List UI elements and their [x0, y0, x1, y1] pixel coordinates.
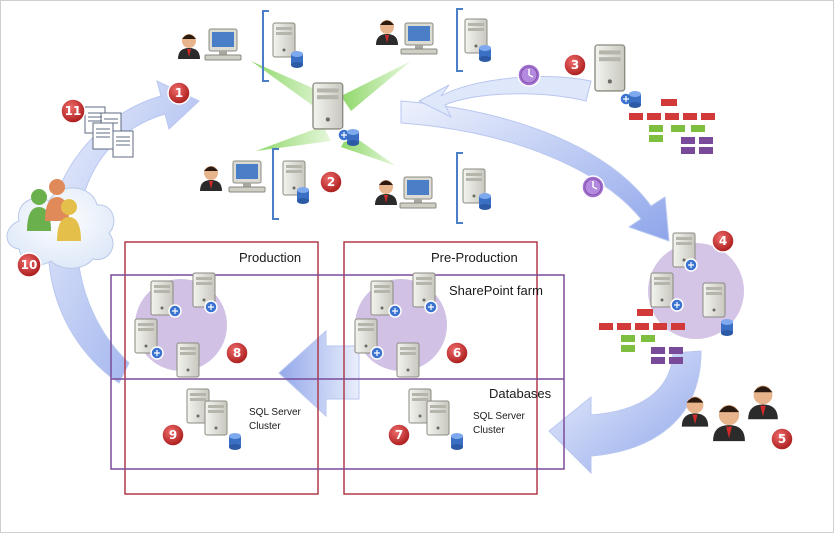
- client-top-right: [376, 8, 491, 72]
- step-badge-3: 3: [563, 53, 587, 77]
- client-bottom-right: [375, 152, 491, 224]
- pre-production-sql-label-line2: Cluster: [473, 425, 505, 436]
- databases-label: Databases: [489, 386, 552, 401]
- step-badge-4: 4: [711, 229, 735, 253]
- production-farm-servers: [134, 272, 227, 378]
- svg-text:6: 6: [453, 346, 461, 360]
- step-badge-5: 5: [770, 427, 794, 451]
- pre-production-label: Pre-Production: [431, 250, 518, 265]
- timer-job-server: [594, 44, 641, 108]
- org-chart-icon-bottom: [599, 309, 685, 364]
- farm-band: [110, 274, 565, 470]
- pre-production-sql-label-line1: SQL Server: [473, 411, 526, 422]
- production-sql-cluster: [186, 388, 241, 450]
- step-badge-7: 7: [387, 423, 411, 447]
- client-bottom-left: [200, 148, 309, 220]
- svg-text:11: 11: [65, 104, 82, 118]
- pre-production-sql-cluster: [408, 388, 463, 450]
- step-badge-1: 1: [167, 81, 191, 105]
- step-badge-9: 9: [161, 423, 185, 447]
- sharepoint-farm-label: SharePoint farm: [449, 283, 543, 298]
- svg-text:10: 10: [21, 258, 38, 272]
- pre-production-box: [343, 241, 538, 495]
- timer-clock-icon-mid: [581, 175, 605, 199]
- people-group-icon-step5: [681, 385, 778, 442]
- svg-text:8: 8: [233, 346, 241, 360]
- people-group-icon-step10: [27, 179, 81, 241]
- timer-clock-icon-top: [517, 63, 541, 87]
- cloud-icon: [6, 179, 115, 269]
- staging-farm-cluster: [648, 232, 744, 339]
- document-stack-icon: [84, 106, 134, 158]
- pre-production-farm-servers: [354, 272, 447, 378]
- svg-text:3: 3: [571, 58, 579, 72]
- svg-text:7: 7: [395, 428, 403, 442]
- arrow-4-to-7: [548, 350, 702, 475]
- step-badge-6: 6: [445, 341, 469, 365]
- svg-text:2: 2: [327, 175, 335, 189]
- step-badge-11: 11: [60, 98, 86, 124]
- org-chart-icon-top: [629, 99, 715, 154]
- svg-text:9: 9: [169, 428, 177, 442]
- step-badge-2: 2: [319, 170, 343, 194]
- production-label: Production: [239, 250, 301, 265]
- production-sql-label-line1: SQL Server: [249, 407, 302, 418]
- step-badge-8: 8: [225, 341, 249, 365]
- arrow-6-to-8: [278, 329, 360, 418]
- production-sql-label-line2: Cluster: [249, 421, 281, 432]
- svg-text:4: 4: [719, 234, 727, 248]
- arrow-3-return: [417, 76, 592, 119]
- arrow-hub-to-4: [400, 100, 670, 242]
- step-badge-10: 10: [16, 252, 42, 278]
- svg-text:1: 1: [175, 86, 183, 100]
- svg-text:5: 5: [778, 432, 786, 446]
- client-top-left: [178, 10, 303, 82]
- production-box: [124, 241, 319, 495]
